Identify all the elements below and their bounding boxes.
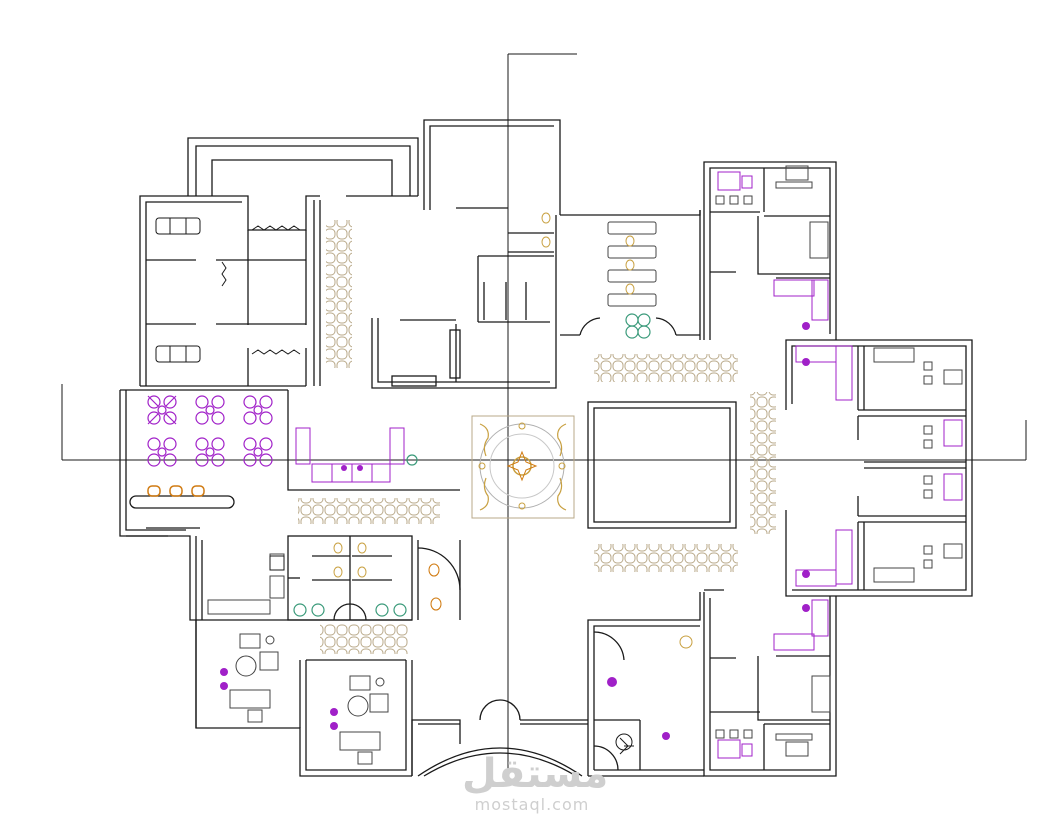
garage-door-marks	[221, 225, 301, 355]
stool-icons	[147, 485, 205, 497]
ornament-icon	[471, 415, 575, 519]
car-icon	[155, 217, 201, 363]
axis-lines	[61, 53, 1027, 776]
desk-icon	[207, 165, 963, 765]
plant-icon	[293, 313, 651, 617]
walls	[119, 119, 973, 777]
chair-cluster-icon	[147, 395, 273, 467]
accent-points	[220, 322, 810, 740]
door-swing-icon	[269, 555, 693, 755]
floor-pattern-strips	[298, 220, 776, 654]
sofa-icon	[295, 171, 963, 759]
toilet-icon	[333, 212, 657, 611]
